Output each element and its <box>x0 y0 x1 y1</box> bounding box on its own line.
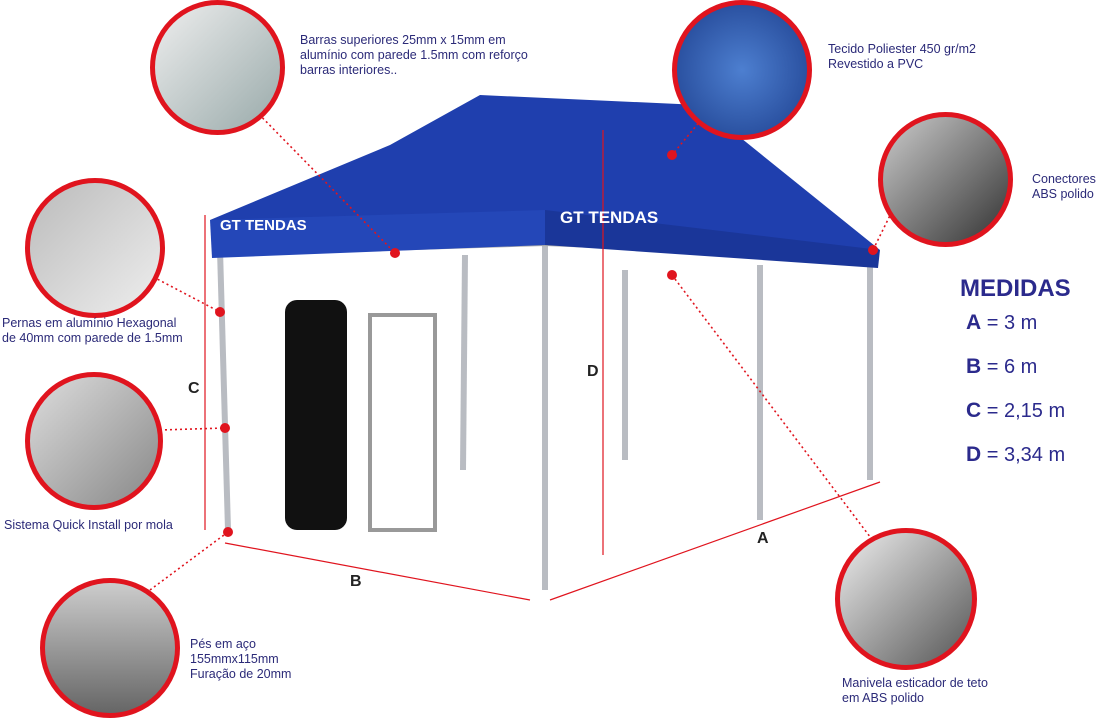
legs-detail-image <box>25 178 165 318</box>
measurement-value: = 3 m <box>986 312 1038 334</box>
dimension-c: C <box>188 380 200 397</box>
top-bars-detail-image <box>150 0 285 135</box>
dimension-d: D <box>587 363 599 380</box>
measurement-key: A <box>966 311 982 334</box>
feet-detail-image <box>40 578 180 718</box>
legs-label: Pernas em alumínio Hexagonal de 40mm com… <box>2 316 183 345</box>
crank-detail-image <box>835 528 977 670</box>
measurement-value: = 3,34 m <box>986 444 1066 466</box>
carry-bag <box>285 300 347 530</box>
measurement-value: = 6 m <box>986 356 1038 378</box>
dimension-lines <box>204 130 881 601</box>
fabric-detail-image <box>672 0 812 140</box>
measurement-key: D <box>966 443 982 466</box>
measurements-panel: MEDIDAS A = 3 m B = 6 m C = 2,15 m D = 3… <box>960 275 1071 487</box>
measurement-key: B <box>966 355 982 378</box>
measurement-d: D = 3,34 m <box>966 443 1071 467</box>
canopy-valance-front <box>210 210 545 258</box>
top-bars-label: Barras superiores 25mm x 15mm em alumíni… <box>300 33 528 77</box>
dimension-b: B <box>350 573 362 590</box>
brand-logo-side: GT TENDAS <box>560 208 659 227</box>
crank-label: Manivela esticador de teto em ABS polido <box>842 676 988 705</box>
quick-install-label: Sistema Quick Install por mola <box>4 518 173 532</box>
canopy-valance-side <box>545 210 880 268</box>
measurement-key: C <box>966 399 982 422</box>
quick-install-detail-image <box>25 372 163 510</box>
callout-dots <box>215 150 878 537</box>
fabric-label: Tecido Poliester 450 gr/m2 Revestido a P… <box>828 42 976 71</box>
folded-frame <box>368 313 437 532</box>
feet-label: Pés em aço 155mmx115mm Furação de 20mm <box>190 637 292 681</box>
measurement-c: C = 2,15 m <box>966 399 1071 423</box>
connectors-detail-image <box>878 112 1013 247</box>
brand-logo-left: GT TENDAS <box>220 217 307 234</box>
measurement-b: B = 6 m <box>966 355 1071 379</box>
connectors-label: Conectores ABS polido <box>1032 172 1096 201</box>
measurement-value: = 2,15 m <box>986 400 1066 422</box>
dimension-a: A <box>757 530 769 547</box>
measurements-title: MEDIDAS <box>960 275 1071 302</box>
measurement-a: A = 3 m <box>966 311 1071 335</box>
